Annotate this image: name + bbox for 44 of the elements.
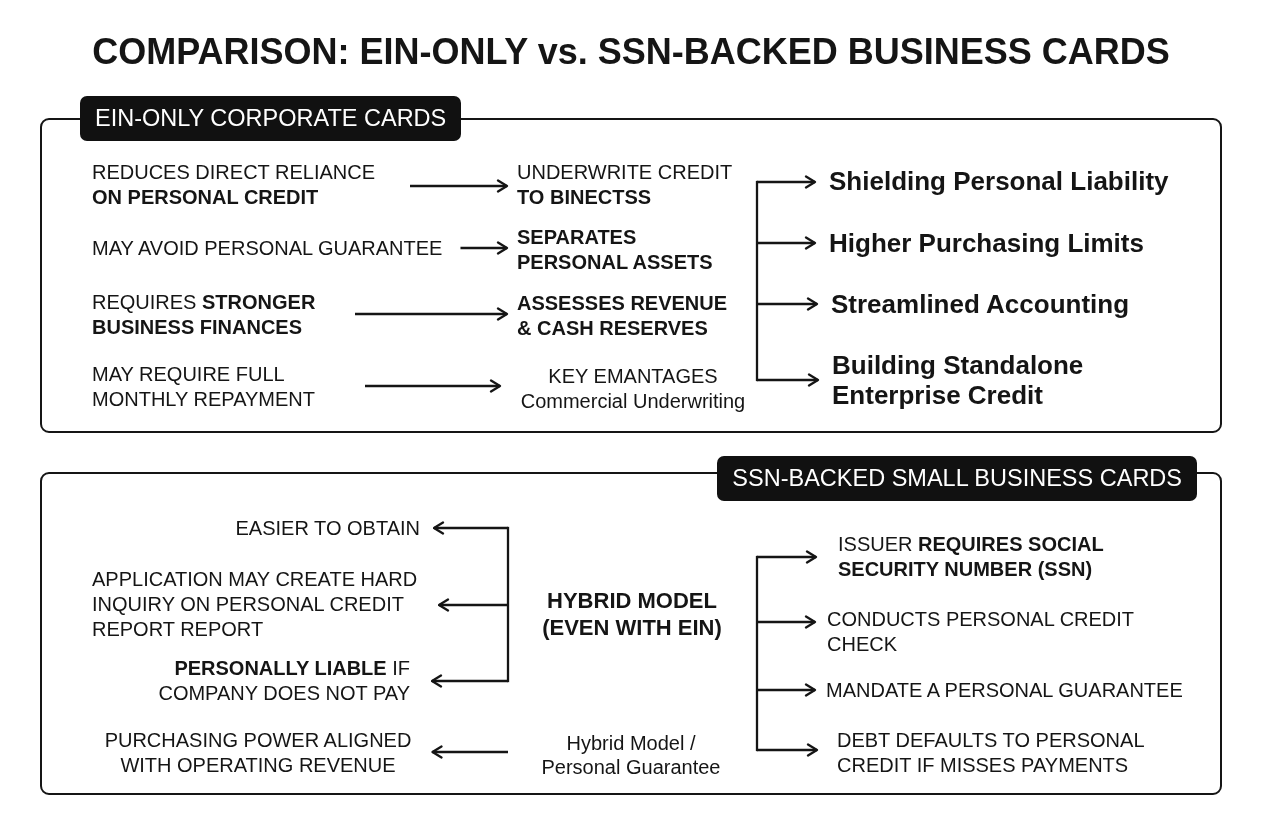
criterion-text: SEPARATES PERSONAL ASSETS [517,225,751,275]
panel-heading: SSN-BACKED SMALL BUSINESS CARDS [717,456,1197,501]
feature-text: PURCHASING POWER ALIGNED WITH OPERATING REVENUE [95,728,421,778]
advantage-text: Streamlined Accounting [831,289,1130,319]
feature-text: MAY REQUIRE FULL MONTHLY REPAYMENT [92,362,347,412]
arrow [757,236,817,250]
center-heading: HYBRID MODEL (EVEN WITH EIN) [529,587,735,641]
bracket-line [506,526,510,683]
arrow [757,550,818,564]
requirement-text: MANDATE A PERSONAL GUARANTEE [826,678,1183,703]
requirement-text: CONDUCTS PERSONAL CREDIT CHECK [827,607,1147,657]
advantage-text: Shielding Personal Liability [829,166,1169,196]
arrow [757,297,819,311]
arrow [460,241,509,255]
feature-text: EASIER TO OBTAIN [235,516,420,541]
arrow [355,307,509,321]
feature-text: PERSONALLY LIABLE IF COMPANY DOES NOT PAY [140,656,410,706]
arrow [437,598,508,612]
arrow [757,373,820,387]
criterion-text: ASSESSES REVENUE & CASH RESERVES [517,291,745,341]
arrow [432,521,508,535]
bracket-line [755,555,759,752]
panel-heading: EIN-ONLY CORPORATE CARDS [80,96,462,141]
arrow [757,615,817,629]
note-text: Commercial Underwriting [520,389,746,414]
arrow [757,683,817,697]
arrow [757,175,817,189]
arrow [430,674,508,688]
requirement-text: DEBT DEFAULTS TO PERSONAL CREDIT IF MISSES PAYMENTS [837,728,1157,778]
feature-text: MAY AVOID PERSONAL GUARANTEE [92,236,443,261]
feature-text: REQUIRES STRONGER BUSINESS FINANCES [92,290,337,340]
feature-text: REDUCES DIRECT RELIANCE ON PERSONAL CREDIT [92,160,392,210]
requirement-text: ISSUER REQUIRES SOCIAL SECURITY NUMBER (SSN) [838,532,1128,582]
criterion-text: UNDERWRITE CREDIT TO BINECTSS [517,160,751,210]
arrow [757,743,819,757]
arrow [431,745,508,759]
advantage-text: Higher Purchasing Limits [829,228,1144,258]
arrow [410,179,509,193]
note-heading: KEY EMANTAGES [548,364,718,389]
note-text: Hybrid Model / Personal Guarantee [533,731,729,779]
feature-text: APPLICATION MAY CREATE HARD INQUIRY ON PERSONAL CREDIT REPORT REPORT [92,567,437,642]
advantage-text: Building Standalone Enterprise Credit [832,350,1132,410]
arrow [365,379,502,393]
diagram-title: COMPARISON: EIN-ONLY vs. SSN-BACKED BUSINESS CARDS [92,30,1170,74]
